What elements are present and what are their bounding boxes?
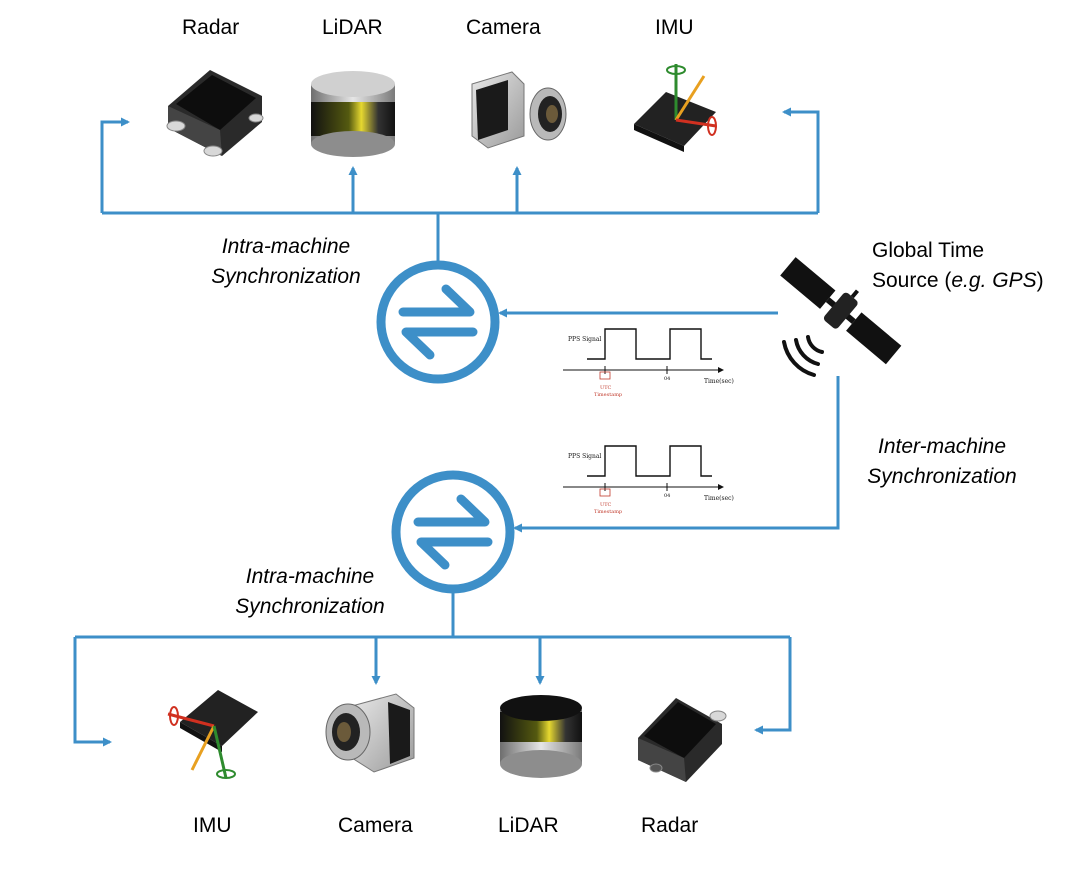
inter-machine-line <box>513 376 840 533</box>
top-intra-sync-label: Intra-machine Synchronization <box>196 232 376 292</box>
gps-label-line2-b: ) <box>1036 269 1044 292</box>
top-radar-sensor-icon <box>166 70 264 157</box>
pps-timestamp-label: Timestamp <box>594 509 622 515</box>
pps-time-label: Time(sec) <box>704 378 734 385</box>
pps-signal-label: PPS Signal <box>568 336 601 343</box>
satellite-icon <box>780 257 902 377</box>
pps-utc-label: UTC <box>600 385 612 391</box>
top-distribution-lines <box>100 107 820 265</box>
top-intra-sync-line2: Synchronization <box>211 265 361 288</box>
top-lidar-label: LiDAR <box>322 16 383 39</box>
pps-time-label: Time(sec) <box>704 495 734 502</box>
bottom-intra-sync-line2: Synchronization <box>235 595 385 618</box>
bottom-radar-label: Radar <box>641 814 699 837</box>
top-lidar-sensor-icon <box>311 71 395 157</box>
gps-label-line2-em: e.g. GPS <box>951 269 1037 292</box>
top-intra-sync-line1: Intra-machine <box>221 235 351 258</box>
gps-label: Global Time Source (e.g. GPS) <box>872 236 1044 296</box>
bottom-intra-sync-line1: Intra-machine <box>245 565 375 588</box>
bottom-sync-arrows-icon <box>391 470 515 594</box>
bottom-imu-label: IMU <box>193 814 232 837</box>
gps-label-line1: Global Time <box>872 239 985 262</box>
pps-utc-label: UTC <box>600 502 612 508</box>
top-radar-label: Radar <box>182 16 240 39</box>
top-imu-sensor-icon <box>634 64 717 152</box>
top-imu-label: IMU <box>655 16 694 39</box>
bottom-lidar-label: LiDAR <box>498 814 559 837</box>
gps-label-line2-a: Source ( <box>872 269 952 292</box>
gps-label-line2: Source (e.g. GPS) <box>872 266 1044 296</box>
inter-machine-sync-label: Inter-machine Synchronization <box>852 432 1032 492</box>
bottom-lidar-sensor-icon <box>500 695 582 778</box>
bottom-camera-label: Camera <box>338 814 413 837</box>
top-camera-label: Camera <box>466 16 541 39</box>
inter-sync-line2: Synchronization <box>867 465 1017 488</box>
bottom-distribution-lines <box>73 592 792 747</box>
pps-tick-label: 04 <box>664 493 670 499</box>
inter-sync-line1: Inter-machine <box>877 435 1006 458</box>
bottom-camera-sensor-icon <box>325 693 415 773</box>
pps-tick-label: 04 <box>664 376 670 382</box>
top-sync-arrows-icon <box>376 260 500 384</box>
pps-timestamp-label: Timestamp <box>594 392 622 398</box>
top-camera-sensor-icon <box>471 71 567 149</box>
bottom-radar-sensor-icon <box>638 698 727 782</box>
bottom-intra-sync-label: Intra-machine Synchronization <box>220 562 400 622</box>
pps-signal-plot-upper: PPS Signal 04 Time(sec) UTC Timestamp <box>563 328 734 398</box>
pps-signal-plot-lower: PPS Signal 04 Time(sec) UTC Timestamp <box>563 445 734 515</box>
bottom-imu-sensor-icon <box>167 690 258 779</box>
pps-signal-label: PPS Signal <box>568 453 601 460</box>
